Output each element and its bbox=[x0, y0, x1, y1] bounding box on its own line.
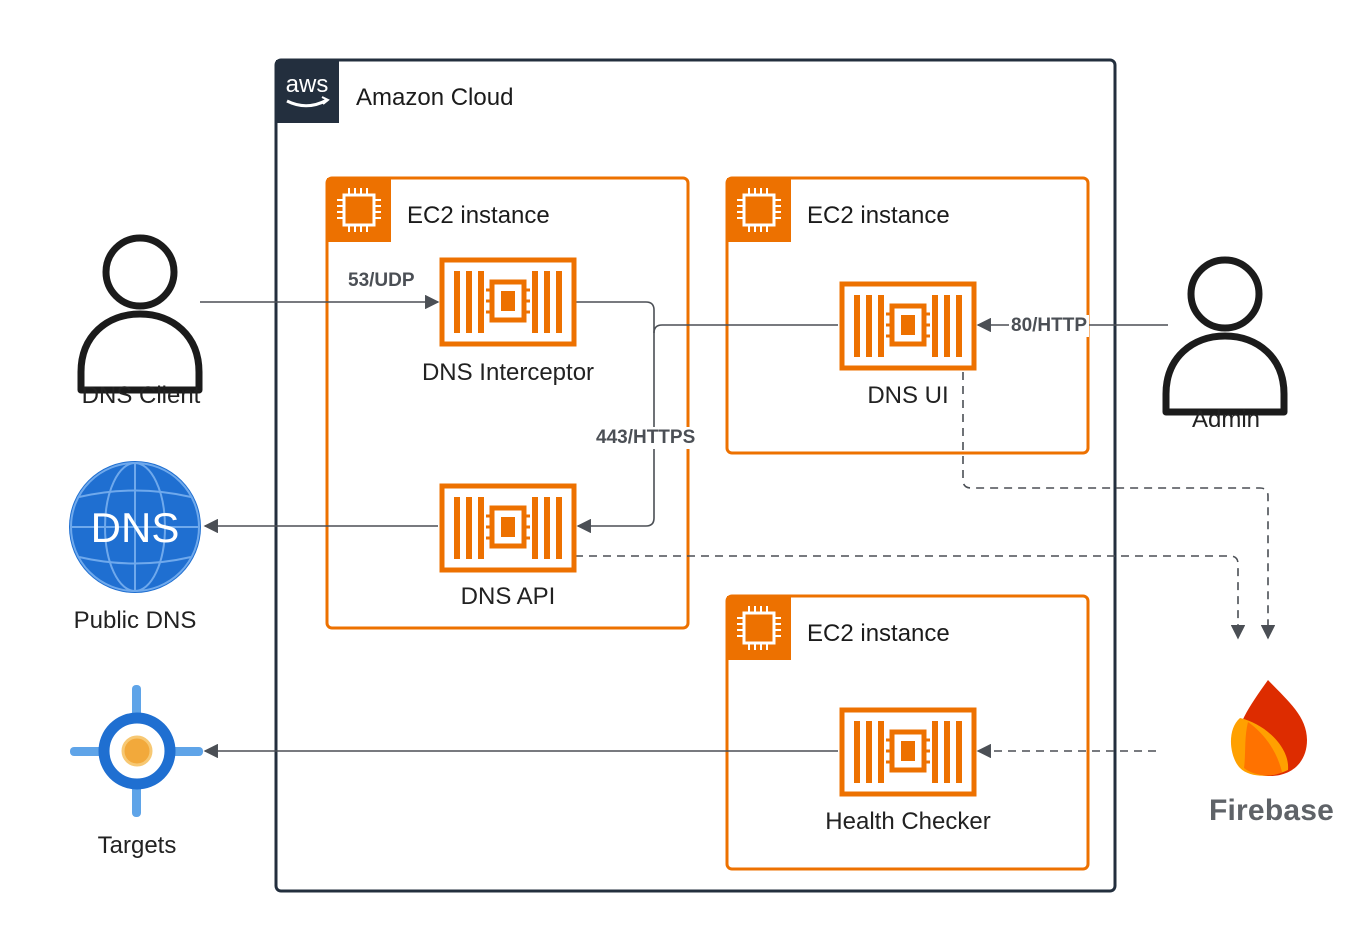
aws-logo-icon bbox=[276, 60, 339, 123]
dns-client-user-icon bbox=[81, 238, 199, 390]
dns-api-label: DNS API bbox=[460, 583, 556, 610]
ec2-group-1 bbox=[325, 176, 690, 630]
http-edge-label: 80/HTTP bbox=[1009, 315, 1090, 337]
health-checker-icon bbox=[842, 710, 974, 794]
https-edge-label: 443/HTTPS bbox=[594, 427, 698, 449]
dns-ui-label: DNS UI bbox=[867, 382, 949, 409]
amazon-cloud-title: Amazon Cloud bbox=[356, 84, 514, 111]
public-dns-globe-icon: DNS bbox=[69, 461, 201, 593]
aws-logo-text: aws bbox=[286, 71, 329, 98]
public-dns-icon-text: DNS bbox=[91, 504, 180, 551]
firebase-flame-icon bbox=[1230, 680, 1307, 776]
dns-api-icon bbox=[442, 486, 574, 570]
aws-smile-icon bbox=[286, 98, 328, 108]
edge-interceptor-to-api bbox=[575, 301, 655, 534]
admin-user-icon bbox=[1166, 260, 1284, 412]
ec2-group-1-title: EC2 instance bbox=[407, 202, 550, 229]
ec2-group-1-icon bbox=[325, 176, 393, 244]
ec2-group-3-icon bbox=[725, 594, 793, 662]
health-checker-label: Health Checker bbox=[825, 808, 991, 835]
dns-interceptor-icon bbox=[442, 260, 574, 344]
admin-label: Admin bbox=[1191, 406, 1261, 433]
dns-client-label: DNS Client bbox=[81, 382, 201, 409]
udp-edge-label: 53/UDP bbox=[346, 270, 417, 292]
edge-ui-to-api bbox=[653, 324, 838, 334]
targets-label: Targets bbox=[97, 832, 177, 859]
dns-ui-icon bbox=[842, 284, 974, 368]
ec2-group-2-title: EC2 instance bbox=[807, 202, 950, 229]
firebase-label: Firebase bbox=[1209, 794, 1334, 827]
amazon-cloud-group bbox=[274, 58, 1117, 893]
dns-interceptor-label: DNS Interceptor bbox=[421, 359, 595, 386]
ec2-group-2-icon bbox=[725, 176, 793, 244]
public-dns-label: Public DNS bbox=[73, 607, 197, 634]
aws-smile-arrow-icon bbox=[321, 96, 330, 105]
targets-crosshair-icon bbox=[70, 685, 203, 817]
ec2-group-3-title: EC2 instance bbox=[807, 620, 950, 647]
ec2-group-3 bbox=[725, 594, 1090, 871]
edge-api-to-firebase bbox=[575, 555, 1246, 640]
